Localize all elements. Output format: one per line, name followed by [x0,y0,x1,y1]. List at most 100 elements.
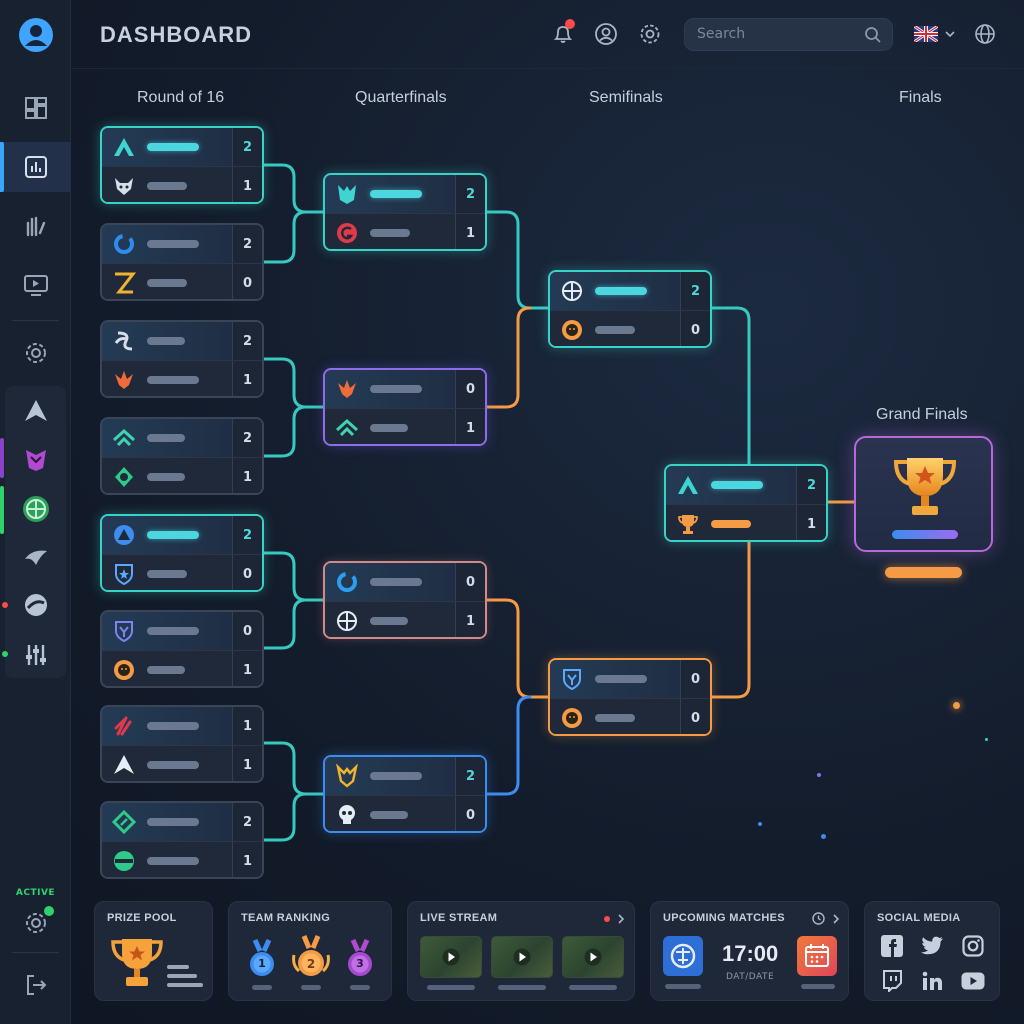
team-name-bar [370,616,408,625]
grand-finals-card[interactable] [854,436,993,552]
crosshair-icon [334,608,360,634]
apex-white-icon [111,752,137,778]
game-apex[interactable] [0,386,71,436]
live-dot [604,916,610,922]
search-icon[interactable] [864,26,882,44]
twitter-link[interactable] [920,934,944,958]
match-sf-1[interactable]: 2 0 [548,270,712,348]
score: 2 [232,419,262,457]
card-title: TEAM RANKING [241,912,331,924]
team-row: 1 [102,707,262,745]
game-dota[interactable] [0,434,71,484]
team-name-bar [370,423,408,432]
active-settings[interactable] [0,898,71,948]
match-qf-1[interactable]: 2 1 [323,173,487,251]
team-name-bar [370,578,422,586]
stream-thumbnail[interactable] [420,936,482,978]
score: 0 [680,311,710,346]
nav-settings[interactable] [0,328,71,378]
lion-icon [559,705,585,731]
stream-thumbnail[interactable] [562,936,624,978]
score: 1 [232,458,262,493]
glow-dot [821,834,826,839]
search-input[interactable] [697,26,857,42]
upcoming-matches-card[interactable]: UPCOMING MATCHES [650,901,849,1001]
score: 2 [232,225,262,263]
team-row: 0 [550,698,710,734]
nav-dashboard[interactable] [0,83,71,133]
match-qf-4[interactable]: 2 0 [323,755,487,833]
wing-icon [24,550,47,565]
language-select[interactable] [913,20,957,48]
stream-thumbnail[interactable] [491,936,553,978]
nav-stats[interactable] [0,142,71,192]
globe-icon [975,24,995,44]
team-name-bar [147,856,199,865]
score: 1 [232,651,262,686]
nav-teams[interactable] [0,201,71,251]
rank-bar [301,985,321,990]
logout-button[interactable] [0,960,71,1010]
match-r16-8[interactable]: 2 1 [100,801,264,879]
game-overwatch[interactable] [0,580,71,630]
youtube-link[interactable] [961,969,985,993]
score: 0 [232,264,262,299]
team-row: 2 [666,466,826,504]
bolt-icon [111,270,137,296]
ring-icon [334,569,360,595]
team-name-bar [147,181,187,190]
linkedin-link[interactable] [920,969,944,993]
chevron-team-icon [111,425,137,451]
facebook-link[interactable] [880,934,904,958]
glow-dot [758,822,762,826]
chevron-right-icon[interactable] [831,914,841,924]
star-shield-icon [111,561,137,587]
live-stream-card[interactable]: LIVE STREAM [407,901,635,1001]
round-label-r16: Round of 16 [137,89,225,106]
team-name-bar [370,190,422,198]
match-r16-3[interactable]: 2 1 [100,320,264,398]
score: 0 [232,555,262,590]
rank-bar [350,985,370,990]
team-name-bar [370,810,408,819]
match-r16-7[interactable]: 1 1 [100,705,264,783]
search-box [684,18,893,51]
score: 1 [455,602,485,637]
notifications-button[interactable] [549,20,577,48]
match-r16-2[interactable]: 2 0 [100,223,264,301]
match-qf-3[interactable]: 0 1 [323,561,487,639]
match-qf-2[interactable]: 0 1 [323,368,487,446]
team-row: 2 [102,128,262,166]
score: 1 [455,409,485,444]
chevron-right-icon[interactable] [616,914,626,924]
match-r16-6[interactable]: 0 1 [100,610,264,688]
chevron-down-icon [945,31,955,38]
orb-icon [111,848,137,874]
instagram-link[interactable] [961,934,985,958]
avatar-icon [18,18,53,52]
match-r16-5[interactable]: 2 0 [100,514,264,592]
game-hearthstone[interactable] [0,532,71,582]
score: 0 [455,370,485,408]
match-r16-1[interactable]: 2 1 [100,126,264,204]
nav-streams[interactable] [0,260,71,310]
header-divider [72,68,1024,69]
user-avatar[interactable] [0,10,71,60]
team-ranking-card[interactable]: TEAM RANKING 1 2 3 [228,901,392,1001]
team-row: 2 [102,322,262,360]
prize-line [167,983,203,987]
match-final[interactable]: 2 1 [664,464,828,542]
game-equalizer[interactable] [0,630,71,680]
social-media-card[interactable]: SOCIAL MEDIA [864,901,1000,1001]
match-sf-2[interactable]: 0 0 [548,658,712,736]
glow-dot [817,773,821,777]
game-csgo[interactable] [0,484,71,534]
settings-button[interactable] [636,20,664,48]
twitch-link[interactable] [880,969,904,993]
profile-button[interactable] [592,20,620,48]
globe-button[interactable] [971,20,999,48]
match-r16-4[interactable]: 2 1 [100,417,264,495]
online-dot [44,906,54,916]
prize-pool-card[interactable]: PRIZE POOL [94,901,213,1001]
apex-icon [24,400,47,421]
